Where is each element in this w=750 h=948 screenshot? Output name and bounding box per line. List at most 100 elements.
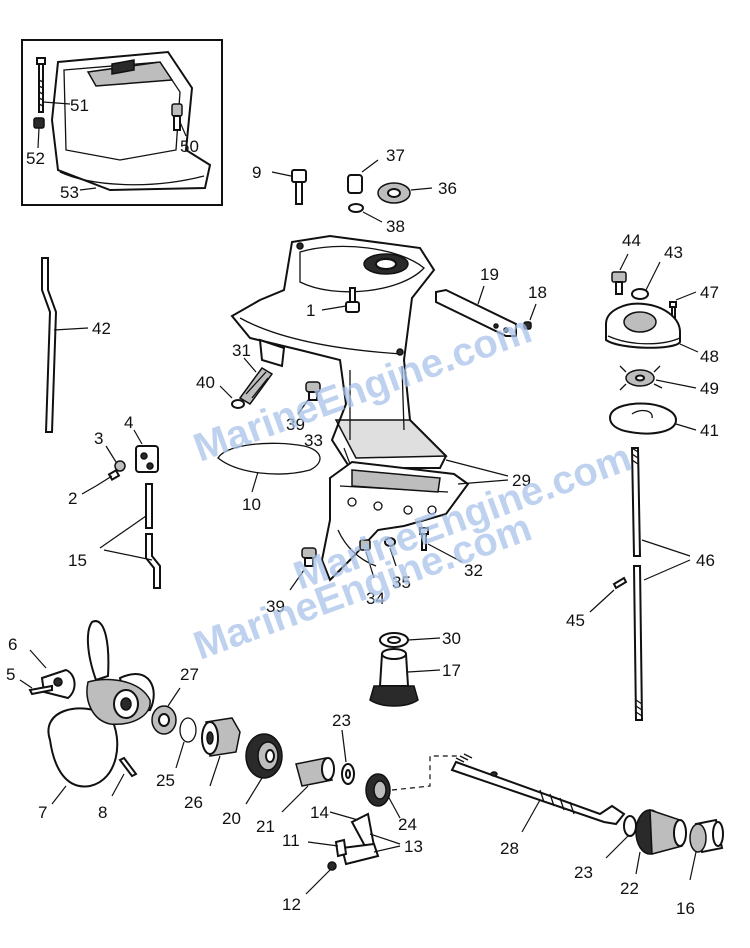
part-7-propeller — [47, 620, 155, 788]
callout-21: 21 — [256, 817, 275, 836]
part-52-nut — [33, 117, 45, 129]
part-4-connector — [135, 445, 159, 473]
callout-42: 42 — [92, 319, 111, 338]
part-50-screw — [171, 103, 183, 131]
part-18-screw — [523, 321, 532, 330]
part-51-screw — [36, 57, 46, 113]
callout-22: 22 — [620, 879, 639, 898]
callout-5: 5 — [6, 665, 15, 684]
part-1-screw — [345, 287, 360, 313]
part-20-forward-gear — [245, 733, 283, 779]
callout-50: 50 — [180, 137, 199, 156]
callout-8: 8 — [98, 803, 107, 822]
part-10-seal-ring — [217, 442, 321, 475]
part-21-clutch — [295, 757, 335, 787]
callout-15: 15 — [68, 551, 87, 570]
part-15-shift-rods — [145, 483, 161, 589]
callout-39-lower: 39 — [266, 597, 285, 616]
part-25-o-ring — [179, 717, 197, 743]
part-41-plate — [608, 402, 678, 435]
callout-49: 49 — [700, 379, 719, 398]
part-13-shift-lever — [340, 812, 380, 866]
callout-32: 32 — [464, 561, 483, 580]
part-23-thrust-washer — [341, 763, 355, 785]
part-35-washer — [384, 537, 396, 547]
part-46-driveshaft — [630, 447, 644, 721]
part-12-screw — [327, 861, 337, 871]
callout-26: 26 — [184, 793, 203, 812]
part-5-cotter-pin — [28, 684, 53, 696]
callout-52: 52 — [26, 149, 45, 168]
part-16-bushing — [689, 818, 724, 854]
callout-7: 7 — [38, 803, 47, 822]
callout-4: 4 — [124, 413, 133, 432]
callout-39-upper: 39 — [286, 415, 305, 434]
callout-13: 13 — [404, 837, 423, 856]
part-40-grommet — [231, 399, 245, 409]
callout-36: 36 — [438, 179, 457, 198]
part-17-pinion-gear — [369, 648, 419, 707]
part-19-plate — [435, 288, 517, 337]
callout-31: 31 — [232, 341, 251, 360]
part-8-pin — [118, 756, 138, 778]
part-42-shift-rod — [41, 257, 58, 433]
part-26-bearing-housing — [201, 717, 241, 757]
callout-29: 29 — [512, 471, 531, 490]
callout-12: 12 — [282, 895, 301, 914]
callout-37: 37 — [386, 146, 405, 165]
part-37-bushing — [347, 174, 363, 194]
part-44-screw — [611, 271, 627, 295]
part-31-tube — [238, 367, 274, 405]
part-29-lower-gearcase — [320, 460, 470, 582]
callout-27: 27 — [180, 665, 199, 684]
part-29-gearcase-housing — [230, 234, 448, 469]
callout-48: 48 — [700, 347, 719, 366]
callout-53: 53 — [60, 183, 79, 202]
callout-35: 35 — [392, 573, 411, 592]
callout-34: 34 — [366, 589, 385, 608]
callout-30: 30 — [442, 629, 461, 648]
callout-46: 46 — [696, 551, 715, 570]
callout-19: 19 — [480, 265, 499, 284]
callout-25: 25 — [156, 771, 175, 790]
callout-23-lower: 23 — [574, 863, 593, 882]
callout-18: 18 — [528, 283, 547, 302]
callout-17: 17 — [442, 661, 461, 680]
part-49-impeller — [619, 365, 663, 391]
callout-45: 45 — [566, 611, 585, 630]
part-3-nut — [114, 460, 126, 472]
callout-33: 33 — [304, 431, 323, 450]
part-2-screw — [95, 469, 121, 487]
callout-9: 9 — [252, 163, 261, 182]
part-27-bushing — [151, 705, 177, 735]
part-48-pump-housing — [605, 302, 681, 349]
part-23-thrust-washer-lower — [623, 815, 637, 837]
callout-3: 3 — [94, 429, 103, 448]
callout-47: 47 — [700, 283, 719, 302]
callout-2: 2 — [68, 489, 77, 508]
part-34-screw — [359, 539, 371, 551]
dashed-assembly-line — [391, 755, 460, 791]
callout-14: 14 — [310, 803, 329, 822]
part-28-propeller-shaft — [450, 753, 626, 826]
part-36-seal — [377, 182, 411, 204]
part-39-plug-upper — [305, 381, 321, 401]
callout-16: 16 — [676, 899, 695, 918]
callout-1: 1 — [306, 301, 315, 320]
callout-38: 38 — [386, 217, 405, 236]
part-38-washer — [348, 203, 364, 213]
callout-23-upper: 23 — [332, 711, 351, 730]
callout-51: 51 — [70, 96, 89, 115]
part-53-adapter — [50, 50, 212, 192]
part-9-screw — [291, 169, 307, 205]
part-24-reverse-gear — [365, 773, 391, 807]
part-30-washer — [379, 632, 409, 648]
callout-41: 41 — [700, 421, 719, 440]
part-32-screw — [419, 527, 429, 551]
callout-44: 44 — [622, 231, 641, 250]
callout-6: 6 — [8, 635, 17, 654]
inset-box: 51 50 52 53 — [21, 39, 223, 206]
part-22-gear — [635, 808, 687, 855]
callout-24: 24 — [398, 815, 417, 834]
